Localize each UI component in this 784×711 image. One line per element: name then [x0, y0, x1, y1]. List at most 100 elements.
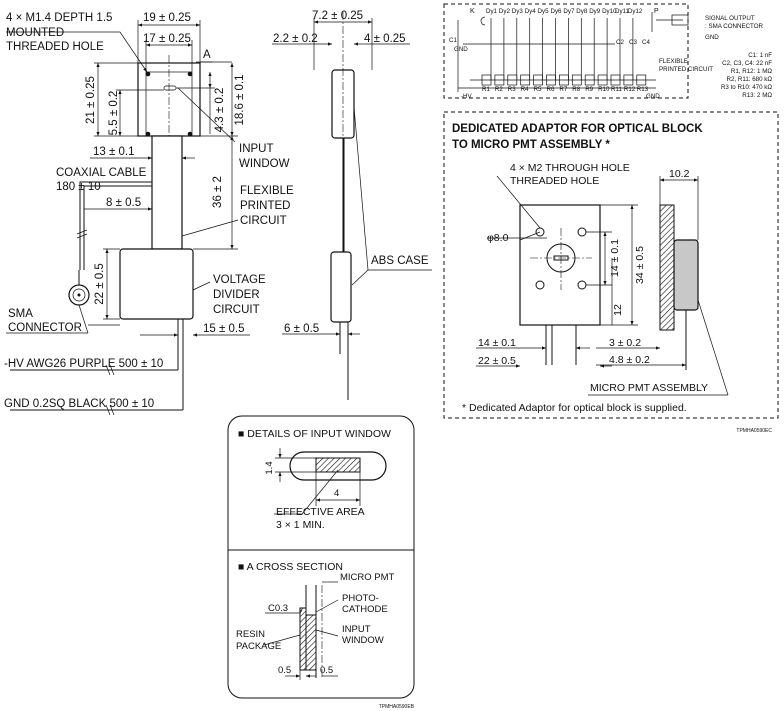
micro-pmt-assembly-label: MICRO PMT ASSEMBLY [590, 382, 708, 394]
drawing-code: TPMHA0590EC [736, 428, 772, 434]
resistor-label: R4 [521, 86, 529, 93]
resistor-label: R9 [585, 86, 593, 93]
flex-label-1: FLEXIBLE [659, 58, 688, 65]
resistor-icon [507, 74, 518, 86]
aperture-diameter: φ8.0 [487, 232, 509, 244]
resistor-icon [533, 74, 543, 86]
signal-connector-icon [671, 14, 689, 26]
dynode-label: Dy9 [589, 8, 601, 15]
dim-21: 21 ± 0.25 [85, 76, 97, 124]
dim-0-5a: 0.5 [278, 665, 291, 676]
dim-15: 15 ± 0.5 [203, 323, 244, 335]
resistor-icon [520, 74, 531, 86]
adaptor-title-2: TO MICRO PMT ASSEMBLY * [452, 139, 610, 151]
gnd-left-label: GND [454, 46, 468, 53]
sma-connector-label: : SMA CONNECTOR [705, 23, 764, 30]
component-value: R2, R11: 680 kΩ [727, 76, 773, 83]
dynode-label: Dy7 [563, 8, 575, 15]
dim-13: 13 ± 0.1 [93, 146, 134, 158]
component-value: R1, R12: 1 MΩ [731, 68, 772, 75]
dim-1-4: 1.4 [264, 461, 275, 474]
resistor-icon [623, 74, 634, 86]
mounting-hole [145, 131, 151, 137]
through-hole [535, 280, 545, 290]
dim-18-6: 18.6 ± 0.1 [234, 74, 246, 125]
dim-8: 8 ± 0.5 [106, 197, 141, 209]
resistor-icon [597, 74, 608, 86]
resistor-icon [571, 74, 582, 86]
mounting-hole [145, 71, 151, 77]
front-view: 4 × M1.4 DEPTH 1.5 MOUNTED THREADED HOLE… [4, 12, 294, 416]
resistor-label: R10 [598, 86, 610, 93]
vdc-label-3: CIRCUIT [213, 304, 260, 316]
coax-length-label: 180 ± 10 [56, 181, 101, 193]
mounting-hole [187, 131, 193, 137]
detail-frame [227, 415, 415, 699]
input-window-label: INPUT [239, 143, 274, 155]
resistor-icon [584, 74, 595, 86]
adaptor-section: DEDICATED ADAPTOR FOR OPTICAL BLOCK TO M… [443, 111, 779, 434]
resistor-label: R8 [572, 86, 580, 93]
gnd-right-label: GND [705, 34, 719, 41]
threaded-hole-label: 4 × M1.4 DEPTH 1.5 [6, 12, 112, 24]
vdc-label-2: DIVIDER [213, 289, 260, 301]
component-value: C1: 1 nF [748, 52, 772, 59]
side-divider-box [330, 251, 352, 323]
resistor-icon [636, 74, 647, 86]
abs-case-label: ABS CASE [371, 255, 429, 267]
chamfer-label: C0.3 [268, 603, 288, 614]
dim-14b: 14 ± 0.1 [478, 337, 516, 349]
resistor-icon [494, 74, 505, 86]
dynode-lines [481, 18, 647, 86]
dynode-label: Dy3 [512, 8, 524, 15]
detail-box: ■ DETAILS OF INPUT WINDOW 1.4 4 EFFECTIV… [227, 415, 415, 710]
drawing-code-2: TPMHA0590EB [379, 704, 415, 710]
hv-wire-label: -HV AWG26 PURPLE 500 ± 10 [4, 358, 163, 370]
resistor-icon [610, 74, 621, 86]
dim-12: 12 [612, 304, 624, 316]
dim-6: 6 ± 0.5 [284, 323, 319, 335]
dynode-label: Dy4 [525, 8, 537, 15]
signal-output-label: SIGNAL OUTPUT [705, 15, 755, 22]
effective-area-label: EFFECTIVE AREA [276, 506, 365, 518]
dim-22: 22 ± 0.5 [94, 263, 106, 304]
resistor-icon [559, 74, 569, 86]
resin-label-2: PACKAGE [236, 641, 281, 652]
dynode-label: Dy6 [551, 8, 563, 15]
dynode-label: Dy2 [499, 8, 511, 15]
hv-label: -HV [461, 93, 473, 100]
schematic-frame [443, 3, 689, 99]
cap-label: C2 [616, 39, 624, 46]
effective-area [315, 457, 361, 473]
adaptor-note: * Dedicated Adaptor for optical block is… [462, 402, 687, 414]
dynode-label: Dy10 [602, 8, 617, 15]
resistor-icon [546, 74, 556, 86]
resistor-label: R2 [495, 86, 503, 93]
coaxial-cable-label: COAXIAL CABLE [56, 167, 147, 179]
threaded-hole-label-2: THREADED HOLE [6, 41, 104, 53]
fpc-label-2: PRINTED [240, 200, 290, 212]
mounting-hole [187, 71, 193, 77]
adaptor-holes-1: 4 × M2 THROUGH HOLE [510, 162, 630, 174]
dim-5-5: 5.5 ± 0.2 [108, 91, 120, 136]
resistor-label: R5 [534, 86, 542, 93]
photocathode-label-1: PHOTO- [342, 593, 379, 604]
component-value: C2, C3, C4: 22 nF [722, 60, 772, 67]
window-detail-title: ■ DETAILS OF INPUT WINDOW [238, 428, 391, 440]
resistor-label: R1 [482, 86, 490, 93]
c1-label: C1 [449, 37, 457, 44]
resistor-icon [481, 74, 492, 86]
section-a-label: A [203, 49, 211, 61]
micro-pmt-body [673, 239, 699, 311]
dynode-label: Dy1 [486, 8, 498, 15]
dim-0-5b: 0.5 [320, 665, 333, 676]
vdc-label-1: VOLTAGE [213, 274, 266, 286]
side-view: 7.2 ± 0.25 2.2 ± 0.2 4 ± 0.25 ABS CASE 6… [272, 10, 432, 400]
cap-label: C3 [629, 39, 637, 46]
dim-14: 14 ± 0.1 [609, 239, 621, 277]
dim-4: 4 ± 0.25 [364, 33, 405, 45]
dim-4-8: 4.8 ± 0.2 [609, 354, 650, 366]
